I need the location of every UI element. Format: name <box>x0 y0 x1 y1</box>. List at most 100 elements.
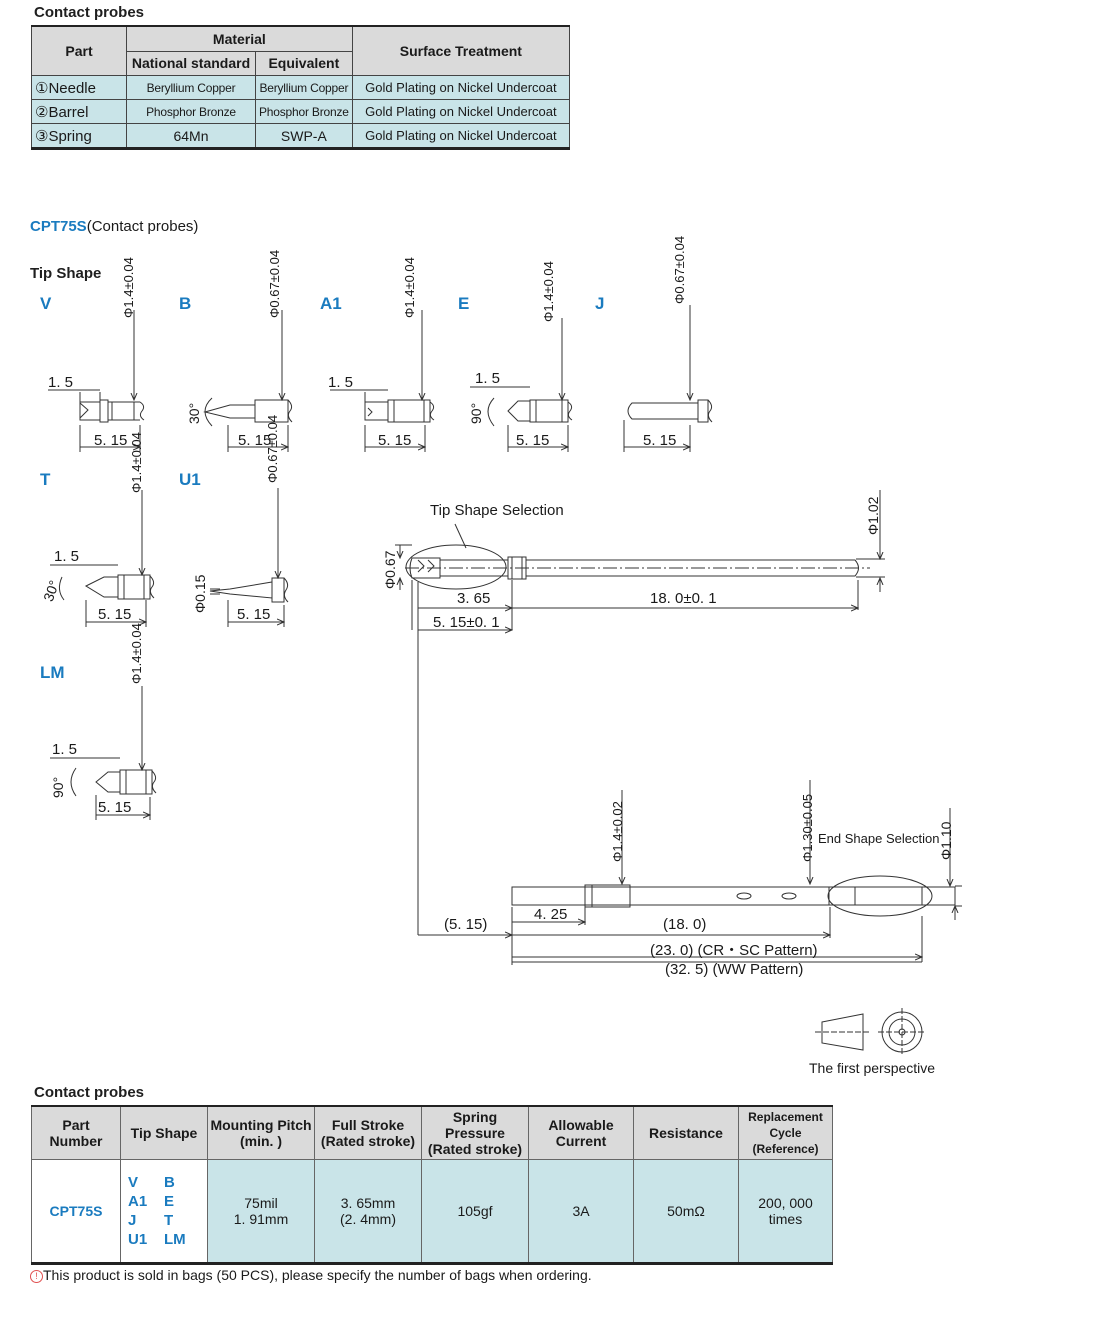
cell-resistance: 50mΩ <box>633 1159 739 1264</box>
u1-dia2-text: Φ0.15 <box>192 574 208 613</box>
cell-national: 64Mn <box>126 123 256 149</box>
cell-surface: Gold Plating on Nickel Undercoat <box>351 75 571 100</box>
tip-label-t: T <box>40 470 51 489</box>
b-dia-text: Φ0.67±0.04 <box>267 249 282 318</box>
barrel-d-425: 4. 25 <box>534 906 568 923</box>
b-ang: 30° <box>186 403 202 424</box>
tip-code: E <box>164 1193 175 1210</box>
u1-dia2: Φ0.15 <box>192 575 208 613</box>
header-national-standard: National standard <box>126 50 256 76</box>
tip-label-a1: A1 <box>320 294 342 313</box>
a1-d2: 5. 15 <box>378 432 412 449</box>
cell-equivalent: Beryllium Copper <box>255 75 353 100</box>
header-resistance: Resistance <box>633 1105 739 1160</box>
cycle-unit: times <box>768 1211 803 1227</box>
header-stroke-line1: Full Stroke <box>331 1117 405 1133</box>
assembly-dia-067-text: Φ0.67 <box>382 550 398 589</box>
cell-equivalent: Phosphor Bronze <box>255 99 353 124</box>
tip-label-e: E <box>458 294 470 313</box>
assembly-d-365: 3. 65 <box>457 590 491 607</box>
header-full-stroke: Full Stroke(Rated stroke) <box>314 1105 422 1160</box>
tip-drawing-t <box>50 490 155 627</box>
t-dia-text: Φ1.4±0.04 <box>129 432 144 493</box>
e-dia: Φ1.4±0.04 <box>541 261 556 322</box>
warning-icon: ! <box>30 1270 43 1283</box>
b-dia: Φ0.67±0.04 <box>267 250 282 318</box>
assembly-drawing <box>395 490 885 935</box>
tip-label-u1: U1 <box>179 470 201 489</box>
pitch-mm: 1. 91mm <box>233 1211 289 1227</box>
b-d2: 5. 15 <box>238 432 272 449</box>
header-equivalent: Equivalent <box>255 50 353 76</box>
cycle-count: 200, 000 <box>758 1195 813 1211</box>
tip-code: T <box>164 1212 174 1229</box>
order-note-text: This product is sold in bags (50 PCS), p… <box>43 1267 592 1283</box>
material-table: Part Material Surface Treatment National… <box>31 25 571 150</box>
header-current-line2: Current <box>555 1133 607 1149</box>
barrel-dia-110: Φ1.10 <box>938 822 954 860</box>
tip-code: A1 <box>128 1193 148 1210</box>
cell-part: ③Spring <box>31 123 127 149</box>
header-cycle-line2: Cycle (Reference) <box>752 1126 819 1156</box>
tip-drawing-e <box>470 318 573 452</box>
t-d1: 1. 5 <box>54 548 80 565</box>
tip-code: B <box>164 1174 175 1191</box>
header-mounting-pitch: Mounting Pitch(min. ) <box>207 1105 315 1160</box>
cell-part: ①Needle <box>31 75 127 100</box>
a1-dia-text: Φ1.4±0.04 <box>402 257 417 318</box>
stroke-full: 3. 65mm <box>340 1195 396 1211</box>
cell-allowable-current: 3A <box>528 1159 634 1264</box>
barrel-d-515: (5. 15) <box>444 916 488 933</box>
technical-drawings <box>48 305 962 1056</box>
e-ang: 90° <box>468 403 484 424</box>
e-d1: 1. 5 <box>475 370 501 387</box>
v-dia: Φ1.4±0.04 <box>121 257 136 318</box>
b-ang-text: 30° <box>186 402 202 424</box>
v-dia-text: Φ1.4±0.04 <box>121 257 136 318</box>
cell-national: Phosphor Bronze <box>126 99 256 124</box>
tip-label-lm: LM <box>40 663 65 682</box>
tip-code: U1 <box>128 1231 148 1248</box>
header-pitch-line2: (min. ) <box>240 1133 282 1149</box>
barrel-dia-14-text: Φ1.4±0.02 <box>610 801 625 862</box>
barrel-dia-14: Φ1.4±0.02 <box>610 801 625 862</box>
tip-code: V <box>128 1174 139 1191</box>
u1-dia: Φ0.67±0.04 <box>265 415 280 483</box>
table-row: ③Spring 64Mn SWP-A Gold Plating on Nicke… <box>31 123 571 149</box>
t-d2: 5. 15 <box>98 606 132 623</box>
tip-code: LM <box>164 1231 186 1248</box>
header-spring-pressure: Spring Pressure(Rated stroke) <box>421 1105 529 1160</box>
product-desc: (Contact probes) <box>86 218 199 235</box>
tip-drawing-v <box>48 310 145 452</box>
first-perspective-icon <box>815 1008 926 1056</box>
lm-dia: Φ1.4±0.04 <box>129 623 144 684</box>
tip-label-j: J <box>595 294 605 313</box>
t-dia: Φ1.4±0.04 <box>129 432 144 493</box>
tip-drawing-j <box>623 305 713 452</box>
cell-full-stroke: 3. 65mm(2. 4mm) <box>314 1159 422 1264</box>
header-pitch-line1: Mounting Pitch <box>210 1117 312 1133</box>
assembly-dia-102-text: Φ1.02 <box>865 496 881 535</box>
lm-d1: 1. 5 <box>52 741 78 758</box>
j-dia: Φ0.67±0.04 <box>672 236 687 304</box>
tip-drawing-a1 <box>330 310 435 452</box>
tip-drawing-u1 <box>209 488 289 627</box>
order-note: !This product is sold in bags (50 PCS), … <box>30 1267 592 1283</box>
cell-part: ②Barrel <box>31 99 127 124</box>
pitch-mil: 75mil <box>244 1195 278 1211</box>
header-current-line1: Allowable <box>548 1117 614 1133</box>
lm-ang: 90° <box>50 777 66 798</box>
perspective-label: The first perspective <box>809 1060 936 1076</box>
header-pressure-line2: (Rated stroke) <box>427 1141 523 1157</box>
j-d2: 5. 15 <box>643 432 677 449</box>
assembly-d-180: 18. 0±0. 1 <box>650 590 717 607</box>
tip-drawing-b <box>203 310 293 452</box>
product-code: CPT75S <box>30 218 87 235</box>
table-row: ②Barrel Phosphor Bronze Phosphor Bronze … <box>31 99 571 124</box>
spec-table: Part Number Tip Shape Mounting Pitch(min… <box>31 1105 833 1265</box>
barrel-d-230: (23. 0) (CR・SC Pattern) <box>650 942 818 959</box>
header-stroke-line2: (Rated stroke) <box>320 1133 416 1149</box>
assembly-d-515: 5. 15±0. 1 <box>433 614 500 631</box>
